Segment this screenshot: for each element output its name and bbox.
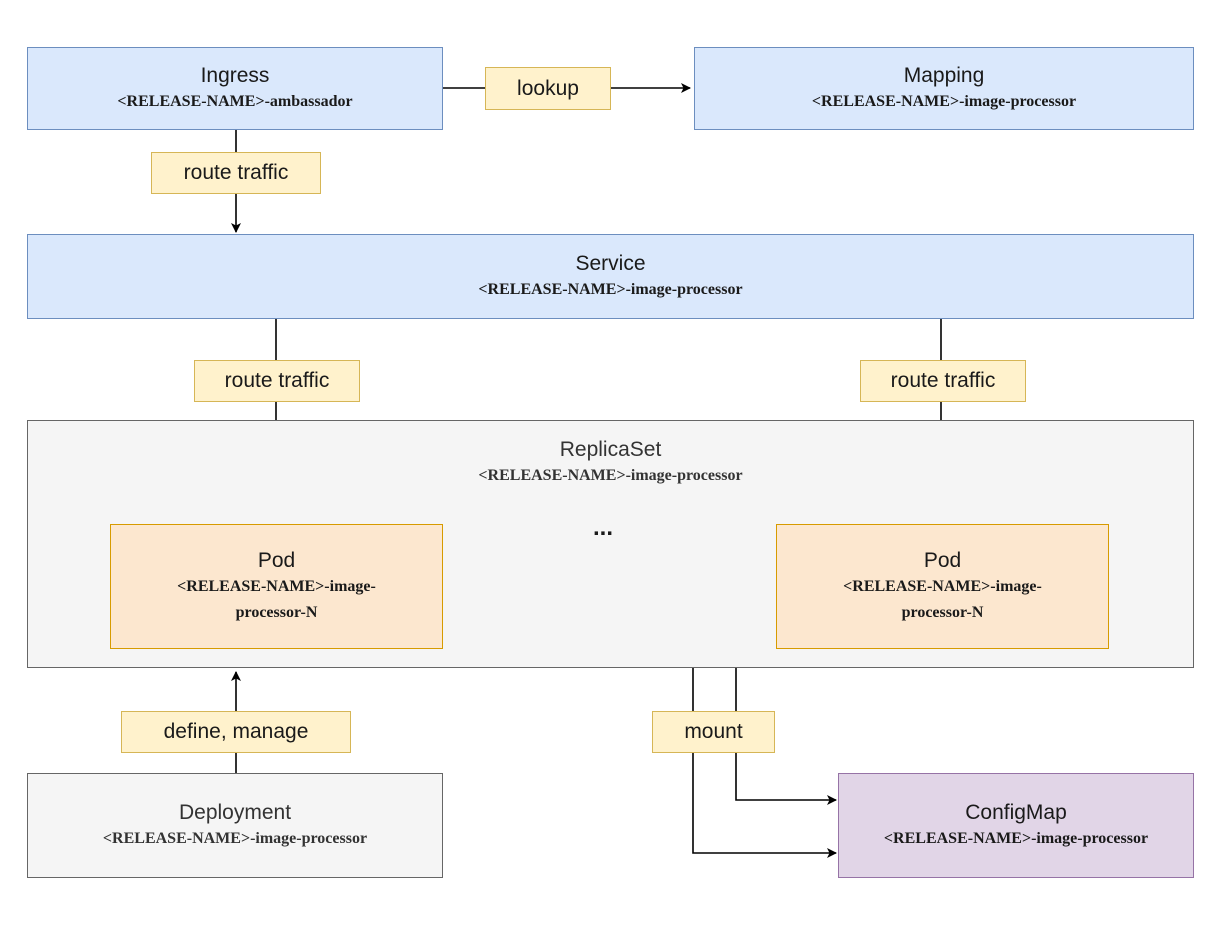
edge-label-mount: mount: [652, 711, 775, 753]
replicaset-name: <RELEASE-NAME>-image-processor: [478, 467, 743, 484]
pod-left-name-line2: processor-N: [235, 603, 318, 621]
pod-node-right[interactable]: Pod <RELEASE-NAME>-image- processor-N: [776, 524, 1109, 649]
more-pods-ellipsis: ...: [593, 514, 614, 541]
pod-right-name-line1: <RELEASE-NAME>-image-: [843, 577, 1042, 595]
mapping-node[interactable]: Mapping <RELEASE-NAME>-image-processor: [694, 47, 1194, 130]
pod-node-left[interactable]: Pod <RELEASE-NAME>-image- processor-N: [110, 524, 443, 649]
service-name: <RELEASE-NAME>-image-processor: [478, 280, 743, 298]
configmap-name: <RELEASE-NAME>-image-processor: [883, 829, 1149, 847]
service-title: Service: [575, 251, 646, 275]
ingress-name: <RELEASE-NAME>-ambassador: [117, 92, 353, 110]
edge-label-service-route-traffic-right: route traffic: [860, 360, 1026, 402]
service-node[interactable]: Service <RELEASE-NAME>-image-processor: [27, 234, 1194, 319]
deployment-node[interactable]: Deployment <RELEASE-NAME>-image-processo…: [27, 773, 443, 878]
mapping-name: <RELEASE-NAME>-image-processor: [811, 92, 1077, 110]
pod-right-title: Pod: [923, 548, 962, 572]
mapping-title: Mapping: [903, 63, 985, 87]
configmap-node[interactable]: ConfigMap <RELEASE-NAME>-image-processor: [838, 773, 1194, 878]
pod-left-name-line1: <RELEASE-NAME>-image-: [177, 577, 376, 595]
pod-right-name-line2: processor-N: [901, 603, 984, 621]
configmap-title: ConfigMap: [965, 800, 1067, 824]
replicaset-title: ReplicaSet: [559, 438, 662, 461]
edge-label-service-route-traffic-left: route traffic: [194, 360, 360, 402]
deployment-title: Deployment: [178, 800, 292, 824]
ingress-node[interactable]: Ingress <RELEASE-NAME>-ambassador: [27, 47, 443, 130]
ingress-title: Ingress: [200, 63, 270, 87]
deployment-name: <RELEASE-NAME>-image-processor: [102, 829, 368, 847]
edge-label-ingress-route-traffic: route traffic: [151, 152, 321, 194]
edge-label-define-manage: define, manage: [121, 711, 351, 753]
edge-label-lookup: lookup: [485, 67, 611, 110]
pod-left-title: Pod: [257, 548, 296, 572]
